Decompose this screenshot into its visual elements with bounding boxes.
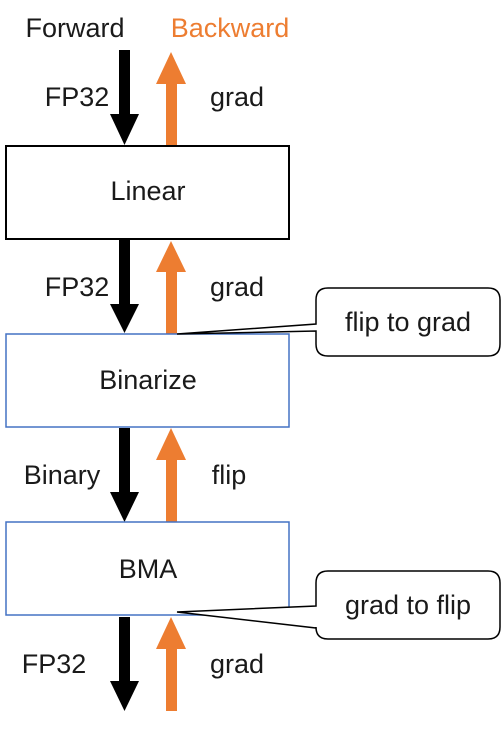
backward-arrow-4	[156, 617, 186, 711]
bma-block-label: BMA	[119, 554, 178, 584]
callout-grad-to-flip-text: grad to flip	[345, 590, 471, 620]
linear-block-label: Linear	[110, 176, 185, 206]
backward-arrow-3	[156, 428, 186, 522]
backward-label-3: flip	[212, 460, 247, 490]
backward-label-4: grad	[210, 649, 264, 679]
forward-arrow-2	[110, 240, 139, 333]
callout-flip-to-grad-text: flip to grad	[345, 307, 471, 337]
forward-label-3: Binary	[24, 460, 101, 490]
backward-label-2: grad	[210, 272, 264, 302]
binarize-block-label: Binarize	[99, 365, 197, 395]
bma-block: BMA	[5, 521, 290, 616]
forward-arrow-1	[110, 50, 139, 145]
backward-header: Backward	[171, 13, 290, 43]
forward-label-4: FP32	[22, 649, 87, 679]
forward-arrow-3	[110, 428, 139, 522]
forward-arrow-4	[110, 617, 139, 711]
binarize-block: Binarize	[5, 333, 290, 428]
callout-flip-to-grad: flip to grad	[176, 287, 501, 357]
forward-label-1: FP32	[45, 82, 110, 112]
forward-header: Forward	[25, 13, 124, 43]
linear-block: Linear	[5, 145, 290, 240]
forward-label-2: FP32	[45, 272, 110, 302]
backward-label-1: grad	[210, 82, 264, 112]
callout-grad-to-flip: grad to flip	[176, 570, 501, 640]
backward-arrow-1	[156, 52, 186, 146]
backward-arrow-2	[156, 241, 186, 334]
